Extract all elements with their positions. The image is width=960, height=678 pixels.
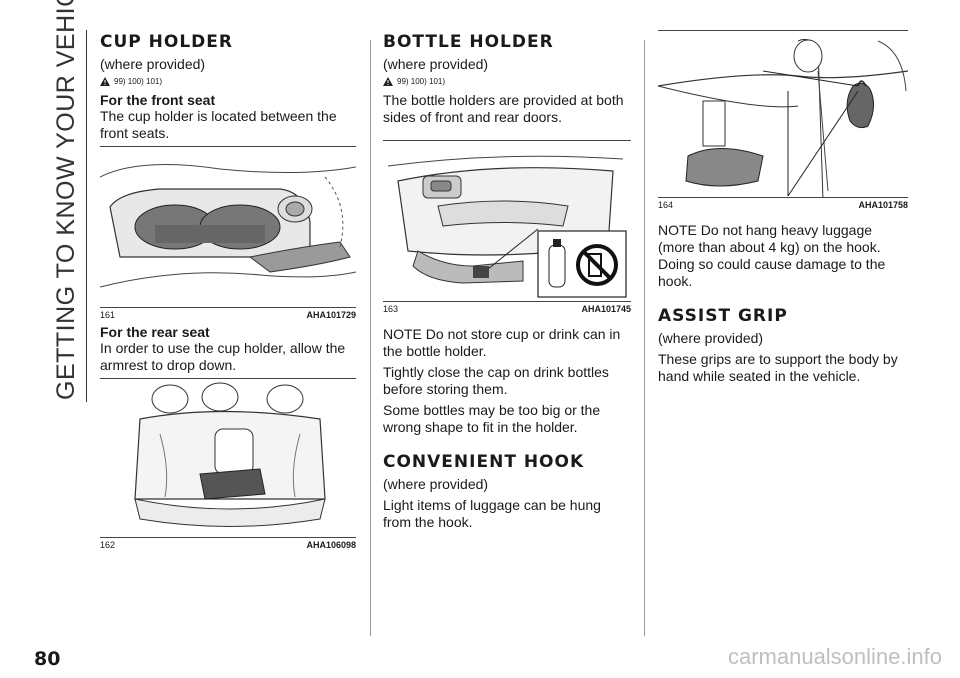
convenient-hook-text: Light items of luggage can be hung from …: [383, 497, 601, 530]
assist-grip-provided: (where provided): [658, 330, 764, 346]
figure-caption: 163 AHA101745: [383, 302, 631, 316]
figure-convenient-hook: [658, 30, 908, 198]
figure-number: 162: [100, 540, 116, 550]
bottle-note-1: NOTE Do not store cup or drink can in th…: [383, 326, 621, 359]
spacer: [658, 294, 908, 304]
hook-note: NOTE Do not hang heavy luggage (more tha…: [658, 222, 886, 289]
bottle-holder-warning-refs: 99) 100) 101): [383, 77, 631, 86]
warning-triangle-icon: [383, 77, 393, 86]
rear-armrest-illustration: [134, 382, 326, 527]
column-divider: [370, 40, 371, 636]
cup-holder-heading: CUP HOLDER: [100, 32, 233, 52]
figure-caption: 164 AHA101758: [658, 198, 908, 212]
column-cup-holder: CUP HOLDER (where provided) 99) 100) 101…: [100, 30, 356, 552]
warning-refs-text: 99) 100) 101): [114, 77, 163, 86]
figure-front-cup-holder: [100, 146, 356, 308]
bottle-note-2: Tightly close the cap on drink bottles b…: [383, 364, 609, 397]
bottle-note-3: Some bottles may be too big or the wrong…: [383, 402, 601, 435]
spacer: [383, 440, 631, 450]
spacer: [658, 212, 908, 222]
convenient-hook-provided: (where provided): [383, 476, 489, 492]
figure-code: AHA106098: [306, 540, 356, 550]
watermark: carmanualsonline.info: [727, 644, 942, 669]
cup-holder-provided: (where provided): [100, 56, 206, 72]
bottle-holder-provided: (where provided): [383, 56, 489, 72]
figure-number: 164: [658, 200, 674, 210]
front-cup-holder-illustration: [100, 164, 356, 288]
chapter-side-title: GETTING TO KNOW YOUR VEHICLE: [52, 0, 80, 400]
page-number: 80: [34, 648, 61, 670]
convenient-hook-illustration: [658, 38, 908, 197]
spacer: [383, 316, 631, 326]
rear-seat-heading: For the rear seat: [100, 324, 210, 340]
figure-code: AHA101745: [581, 304, 631, 314]
figure-door-bottle-holder: [383, 140, 631, 302]
column-bottle-holder: BOTTLE HOLDER (where provided) 99) 100) …: [383, 30, 631, 535]
column-hook-grip: 164 AHA101758 NOTE Do not hang heavy lug…: [658, 30, 908, 389]
figure-code: AHA101729: [306, 310, 356, 320]
warning-triangle-icon: [100, 77, 110, 86]
figure-number: 161: [100, 310, 116, 320]
figure-caption: 161 AHA101729: [100, 308, 356, 322]
front-seat-text: The cup holder is located between the fr…: [100, 108, 337, 141]
figure-rear-armrest: [100, 378, 356, 538]
bottle-holder-text: The bottle holders are provided at both …: [383, 92, 624, 125]
rear-seat-text: In order to use the cup holder, allow th…: [100, 340, 346, 373]
assist-grip-text: These grips are to support the body by h…: [658, 351, 898, 384]
figure-caption: 162 AHA106098: [100, 538, 356, 552]
warning-refs-text: 99) 100) 101): [397, 77, 446, 86]
assist-grip-heading: ASSIST GRIP: [658, 306, 788, 326]
bottle-holder-heading: BOTTLE HOLDER: [383, 32, 554, 52]
convenient-hook-heading: CONVENIENT HOOK: [383, 452, 585, 472]
chapter-side-rule: [86, 30, 87, 402]
spacer: [383, 130, 631, 140]
figure-code: AHA101758: [858, 200, 908, 210]
column-divider: [644, 40, 645, 636]
front-seat-heading: For the front seat: [100, 92, 216, 108]
cup-holder-warning-refs: 99) 100) 101): [100, 77, 356, 86]
figure-number: 163: [383, 304, 399, 314]
door-bottle-holder-illustration: [387, 155, 627, 298]
